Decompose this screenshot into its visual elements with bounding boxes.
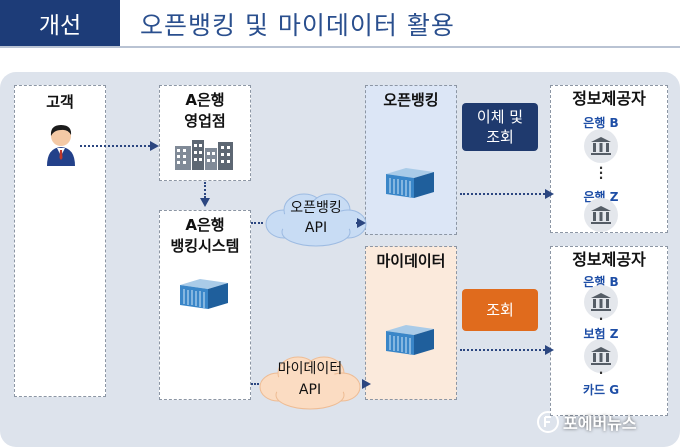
logo-icon xyxy=(537,411,559,433)
provider-box-top: 정보제공자 은행 B ··· 은행 Z xyxy=(550,85,668,233)
ellipsis: ··· xyxy=(598,161,604,185)
banking-system-label-line1: A은행 xyxy=(185,216,225,234)
person-icon xyxy=(47,125,75,166)
cloud-shape xyxy=(259,356,361,410)
branch-label-line1: A은행 xyxy=(185,91,225,109)
page-title: 오픈뱅킹 및 마이데이터 활용 xyxy=(140,11,455,40)
server-icon xyxy=(386,168,434,198)
ellipsis: · xyxy=(598,312,604,326)
arrow-head xyxy=(150,141,159,151)
watermark-logo: 포에버뉴스 xyxy=(537,409,677,435)
mydata-api-label-line2: API xyxy=(298,382,322,398)
header-divider xyxy=(0,46,680,48)
ellipsis: · xyxy=(598,366,604,380)
buildings-icon xyxy=(175,140,233,170)
arrow-line xyxy=(251,383,259,385)
customer-box: 고객 xyxy=(14,85,106,397)
provider-title: 정보제공자 xyxy=(572,250,646,269)
bank-icon xyxy=(584,129,618,163)
arrow-head xyxy=(200,198,210,207)
server-icon xyxy=(180,279,228,309)
arrow-line xyxy=(204,182,206,198)
provider-item-label: 은행 B xyxy=(583,116,619,130)
provider-item-label: 보험 Z xyxy=(583,327,619,341)
transfer-inquiry-badge: 이체 및 조회 xyxy=(462,103,538,151)
mydata-api-label-line1: 마이데이터 xyxy=(277,361,343,377)
server-icon xyxy=(386,325,434,355)
transfer-line1: 이체 및 xyxy=(476,108,524,126)
provider-box-bottom: 정보제공자 은행 B · 보험 Z · 카드 G xyxy=(550,246,668,416)
arrow-line xyxy=(251,222,263,224)
inquiry-badge: 조회 xyxy=(462,289,538,331)
banking-system-box: A은행 뱅킹시스템 xyxy=(159,210,251,400)
provider-item-label: 카드 G xyxy=(582,383,620,397)
openbanking-api-label-line1: 오픈뱅킹 xyxy=(290,200,342,216)
provider-item-label: 은행 B xyxy=(583,275,619,289)
customer-label: 고객 xyxy=(46,93,74,111)
openbanking-api-label-line2: API xyxy=(304,220,328,236)
openbanking-label: 오픈뱅킹 xyxy=(383,91,439,109)
arrow-head xyxy=(545,189,554,199)
watermark-text: 포에버뉴스 xyxy=(563,414,637,433)
arrow-head xyxy=(362,379,371,389)
openbanking-box: 오픈뱅킹 xyxy=(365,85,457,235)
banking-system-label-line2: 뱅킹시스템 xyxy=(170,237,240,255)
header-tag: 개선 xyxy=(0,0,120,46)
arrow-line xyxy=(80,145,150,147)
mydata-box: 마이데이터 xyxy=(365,246,457,400)
bank-icon xyxy=(584,198,618,232)
transfer-line2: 조회 xyxy=(486,128,514,146)
branch-box: A은행 영업점 xyxy=(159,85,251,181)
branch-label-line2: 영업점 xyxy=(184,112,226,130)
arrow-head xyxy=(357,218,366,228)
bank-icon xyxy=(584,285,618,319)
cloud-shape xyxy=(265,193,367,247)
arrow-line xyxy=(460,349,548,351)
provider-title: 정보제공자 xyxy=(572,89,646,108)
mydata-label: 마이데이터 xyxy=(376,252,446,270)
arrow-head xyxy=(545,345,554,355)
bank-icon xyxy=(584,339,618,373)
arrow-line xyxy=(460,193,548,195)
